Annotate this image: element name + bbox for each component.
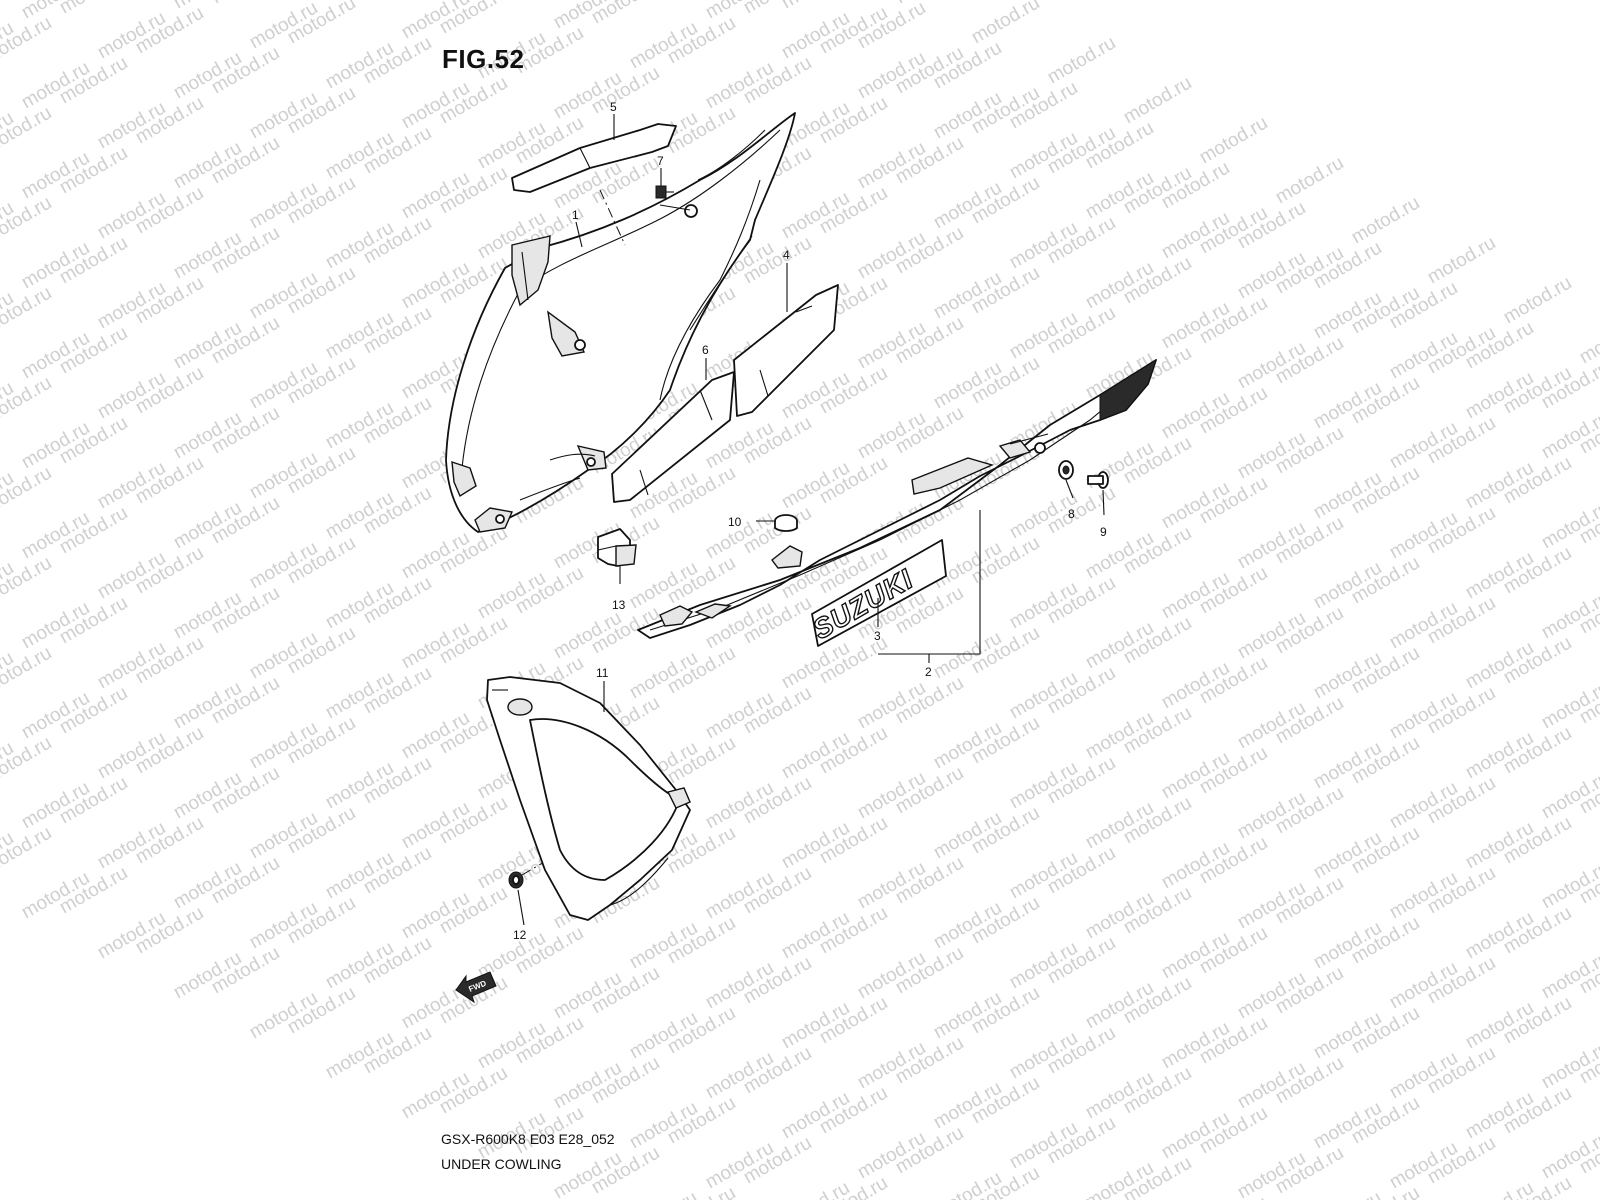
part-8-cushion[interactable] <box>1058 460 1074 480</box>
model-code-caption: GSX-R600K8 E03 E28_052 <box>441 1131 615 1147</box>
callout-3: 3 <box>874 629 881 643</box>
callout-8: 8 <box>1068 507 1075 521</box>
callout-7: 7 <box>657 154 664 168</box>
part-13-clip[interactable] <box>597 528 637 567</box>
callout-11: 11 <box>596 666 609 680</box>
fwd-direction-marker: FWD <box>455 971 497 1004</box>
section-name-caption: UNDER COWLING <box>441 1156 562 1172</box>
callout-13: 13 <box>612 598 626 612</box>
part-5-bracket[interactable] <box>511 123 677 193</box>
callout-2: 2 <box>925 665 932 679</box>
part-10-grommet[interactable] <box>774 514 798 532</box>
callout-4: 4 <box>783 248 790 262</box>
part-11-side-cover[interactable] <box>486 676 691 921</box>
callout-5: 5 <box>610 100 617 114</box>
figure-title: FIG.52 <box>442 44 525 74</box>
callout-6: 6 <box>702 343 709 357</box>
callout-lines <box>517 114 1105 926</box>
callout-9: 9 <box>1100 525 1107 539</box>
part-4-insulator-rear[interactable] <box>733 284 839 417</box>
callout-10: 10 <box>728 515 742 529</box>
callout-1: 1 <box>572 208 579 222</box>
part-12-fastener[interactable] <box>508 871 524 889</box>
part-6-insulator-front[interactable] <box>611 371 735 503</box>
part-9-bolt[interactable] <box>1087 471 1109 489</box>
emblem-logo-text: SUZUKI <box>808 563 919 645</box>
part-2-under-cowling-lower[interactable] <box>637 358 1157 639</box>
part-1-under-cowling-upper[interactable] <box>445 112 796 533</box>
callout-12: 12 <box>513 928 527 942</box>
